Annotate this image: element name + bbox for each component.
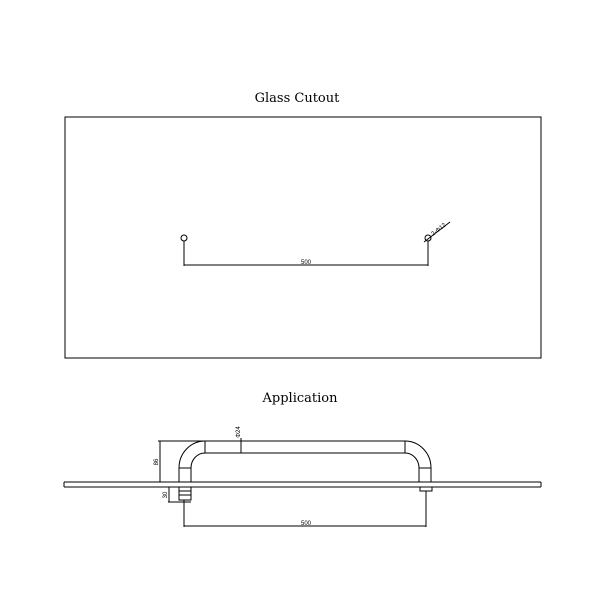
glass-cutout-title: Glass Cutout	[255, 91, 341, 106]
hole-spacing-label: 500	[301, 260, 312, 266]
handle-bar	[178, 440, 432, 482]
hole-left	[180, 234, 188, 242]
spacing-label: 500	[301, 521, 312, 527]
fixing-base-right	[419, 486, 433, 492]
hole-leader-line	[423, 221, 451, 243]
glass-panel-outline	[64, 116, 542, 359]
base-height-label: 30	[163, 491, 169, 498]
bar-diameter-label: Φ24	[236, 426, 242, 438]
hole-callout-label: 2-Φ12	[431, 222, 448, 237]
fixing-base-left	[178, 486, 192, 501]
application-title: Application	[262, 391, 339, 406]
height-label: 86	[154, 458, 160, 465]
